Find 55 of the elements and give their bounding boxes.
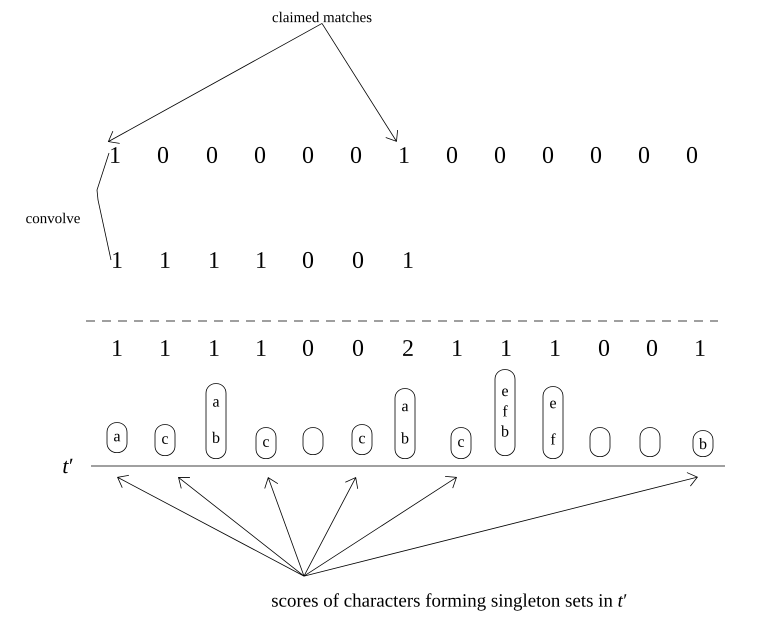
- letter-pill: a b: [394, 388, 416, 459]
- digit: 0: [352, 340, 364, 356]
- arrow: [264, 477, 304, 576]
- digit: 1: [257, 340, 266, 356]
- axis-label: t′: [63, 458, 73, 474]
- digit: 1: [161, 252, 170, 268]
- digit: 0: [302, 146, 314, 164]
- digit: 1: [113, 340, 122, 356]
- arrow: [178, 477, 304, 576]
- digit: 0: [302, 252, 314, 268]
- digit: 0: [638, 146, 650, 164]
- digit: 0: [590, 146, 602, 164]
- digit: 1: [400, 147, 409, 163]
- letter-pill: a: [106, 422, 128, 453]
- digit: 0: [206, 146, 218, 164]
- letter-pill: c: [256, 427, 276, 459]
- digit: 1: [257, 252, 266, 268]
- arrow: [304, 477, 358, 576]
- arrow: [304, 476, 457, 576]
- digit: 1: [210, 252, 219, 268]
- digit: 1: [696, 340, 705, 356]
- digit: 1: [453, 340, 462, 356]
- letter-pill: a b: [206, 383, 226, 459]
- digit: 0: [686, 146, 698, 164]
- letter-pill: c: [154, 424, 176, 456]
- digit: 1: [210, 340, 219, 356]
- caption-text: claimed matches: [272, 12, 372, 22]
- digit: 1: [404, 252, 413, 268]
- digit: 0: [352, 252, 364, 268]
- letter-pill: e f b: [494, 369, 516, 456]
- arrow: [304, 472, 698, 576]
- digit: 0: [494, 146, 506, 164]
- digit: 0: [302, 340, 314, 356]
- digit: 1: [502, 340, 511, 356]
- label-text: convolve: [26, 212, 80, 224]
- digit: 1: [551, 340, 560, 356]
- digit: 0: [446, 146, 458, 164]
- digit: 1: [161, 340, 170, 356]
- digit: 0: [254, 146, 266, 164]
- arrow: [117, 474, 304, 576]
- digit: 0: [350, 146, 362, 164]
- digit: 0: [598, 340, 610, 356]
- digit: 1: [113, 252, 122, 268]
- digit: 0: [646, 340, 658, 356]
- arrow: [322, 23, 398, 142]
- caption-text: scores of characters forming singleton sets in t′: [272, 593, 626, 611]
- digit: 0: [542, 146, 554, 164]
- letter-pill: c: [352, 424, 372, 455]
- letter-pill: e f: [542, 386, 564, 459]
- digit: 2: [403, 340, 413, 356]
- letter-pill: c: [450, 427, 472, 459]
- digit: 1: [111, 147, 120, 163]
- digit: 0: [158, 146, 168, 164]
- letter-pill: b: [692, 430, 714, 457]
- arrow: [108, 23, 322, 144]
